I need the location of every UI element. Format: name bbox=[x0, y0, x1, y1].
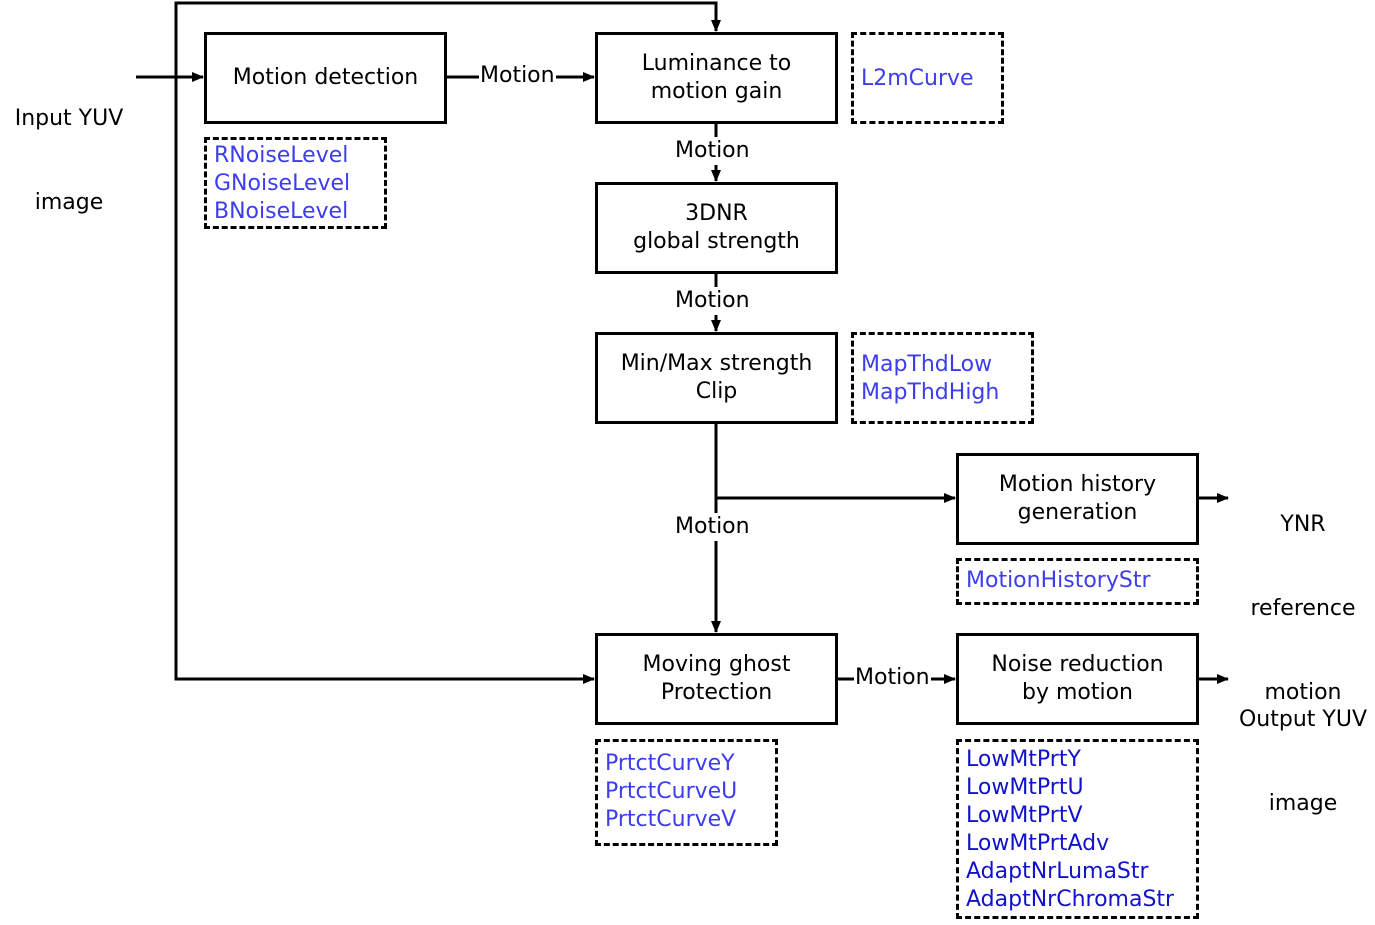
edge-label-clip-to-ghost: Motion bbox=[674, 513, 751, 541]
global-strength-block: 3DNR global strength bbox=[595, 182, 838, 274]
param-adaptnrchromastr: AdaptNrChromaStr bbox=[966, 887, 1175, 912]
motion-history-title-line2: generation bbox=[1017, 500, 1138, 525]
param-prtctcurvey: PrtctCurveY bbox=[605, 751, 735, 776]
strength-clip-title-line1: Min/Max strength bbox=[620, 351, 813, 376]
luminance-gain-title-line1: Luminance to bbox=[641, 51, 792, 76]
bypass-top-arrow bbox=[174, 1, 721, 77]
motion-history-block: Motion history generation bbox=[956, 453, 1199, 545]
param-prtctcurvev: PrtctCurveV bbox=[605, 807, 737, 832]
ynr-reference-line1: YNR bbox=[1280, 512, 1326, 537]
edge-label-global-to-clip: Motion bbox=[674, 287, 751, 315]
noise-reduction-block: Noise reduction by motion bbox=[956, 633, 1199, 725]
strength-clip-title-line2: Clip bbox=[695, 379, 738, 404]
clip-params: MapThdLow MapThdHigh bbox=[851, 332, 1034, 424]
noise-reduction-title-line2: by motion bbox=[1021, 680, 1133, 705]
ghost-protection-block: Moving ghost Protection bbox=[595, 633, 838, 725]
motion-history-title-line1: Motion history bbox=[998, 472, 1157, 497]
ghost-protection-title-line2: Protection bbox=[660, 680, 773, 705]
output-label-line1: Output YUV bbox=[1238, 707, 1367, 732]
param-mapthdlow: MapThdLow bbox=[861, 352, 993, 377]
param-motionhistorystr: MotionHistoryStr bbox=[966, 568, 1151, 593]
ynr-reference-label: YNR reference motion bbox=[1233, 455, 1373, 735]
edge-label-detection-to-gain: Motion bbox=[479, 62, 556, 90]
noise-reduction-title-line1: Noise reduction bbox=[991, 652, 1164, 677]
gain-params: L2mCurve bbox=[851, 32, 1004, 124]
motion-detection-block: Motion detection bbox=[204, 32, 447, 124]
edge-label-ghost-to-nr: Motion bbox=[854, 664, 931, 692]
param-gnoiselevel: GNoiseLevel bbox=[214, 171, 351, 196]
param-bnoiselevel: BNoiseLevel bbox=[214, 199, 349, 224]
param-l2mcurve: L2mCurve bbox=[861, 66, 974, 91]
history-params: MotionHistoryStr bbox=[956, 558, 1199, 605]
motion-detection-title: Motion detection bbox=[232, 65, 419, 90]
param-lowmtprtv: LowMtPrtV bbox=[966, 803, 1083, 828]
output-label-line2: image bbox=[1268, 791, 1338, 816]
param-prtctcurveu: PrtctCurveU bbox=[605, 779, 738, 804]
param-mapthdhigh: MapThdHigh bbox=[861, 380, 1000, 405]
ghost-protection-title-line1: Moving ghost bbox=[642, 652, 791, 677]
param-rnoiselevel: RNoiseLevel bbox=[214, 143, 349, 168]
param-adaptnrlumastr: AdaptNrLumaStr bbox=[966, 859, 1149, 884]
ynr-reference-line2: reference bbox=[1250, 596, 1356, 621]
luminance-gain-title-line2: motion gain bbox=[650, 79, 783, 104]
global-strength-title-line2: global strength bbox=[633, 229, 800, 254]
detection-params: RNoiseLevel GNoiseLevel BNoiseLevel bbox=[204, 137, 387, 229]
bypass-bottom-arrow bbox=[174, 77, 595, 684]
param-lowmtprty: LowMtPrtY bbox=[966, 747, 1081, 772]
ghost-params: PrtctCurveY PrtctCurveU PrtctCurveV bbox=[595, 739, 778, 846]
param-lowmtprtadv: LowMtPrtAdv bbox=[966, 831, 1110, 856]
luminance-gain-block: Luminance to motion gain bbox=[595, 32, 838, 124]
param-lowmtprtu: LowMtPrtU bbox=[966, 775, 1084, 800]
input-label-line2: image bbox=[34, 190, 104, 215]
ynr-reference-line3: motion bbox=[1264, 680, 1342, 705]
global-strength-title-line1: 3DNR bbox=[685, 201, 748, 226]
noise-reduction-params: LowMtPrtY LowMtPrtU LowMtPrtV LowMtPrtAd… bbox=[956, 739, 1199, 919]
input-label: Input YUV image bbox=[8, 49, 130, 245]
strength-clip-block: Min/Max strength Clip bbox=[595, 332, 838, 424]
input-label-line1: Input YUV bbox=[14, 106, 124, 131]
output-label: Output YUV image bbox=[1233, 650, 1373, 846]
edge-label-gain-to-global: Motion bbox=[674, 137, 751, 165]
